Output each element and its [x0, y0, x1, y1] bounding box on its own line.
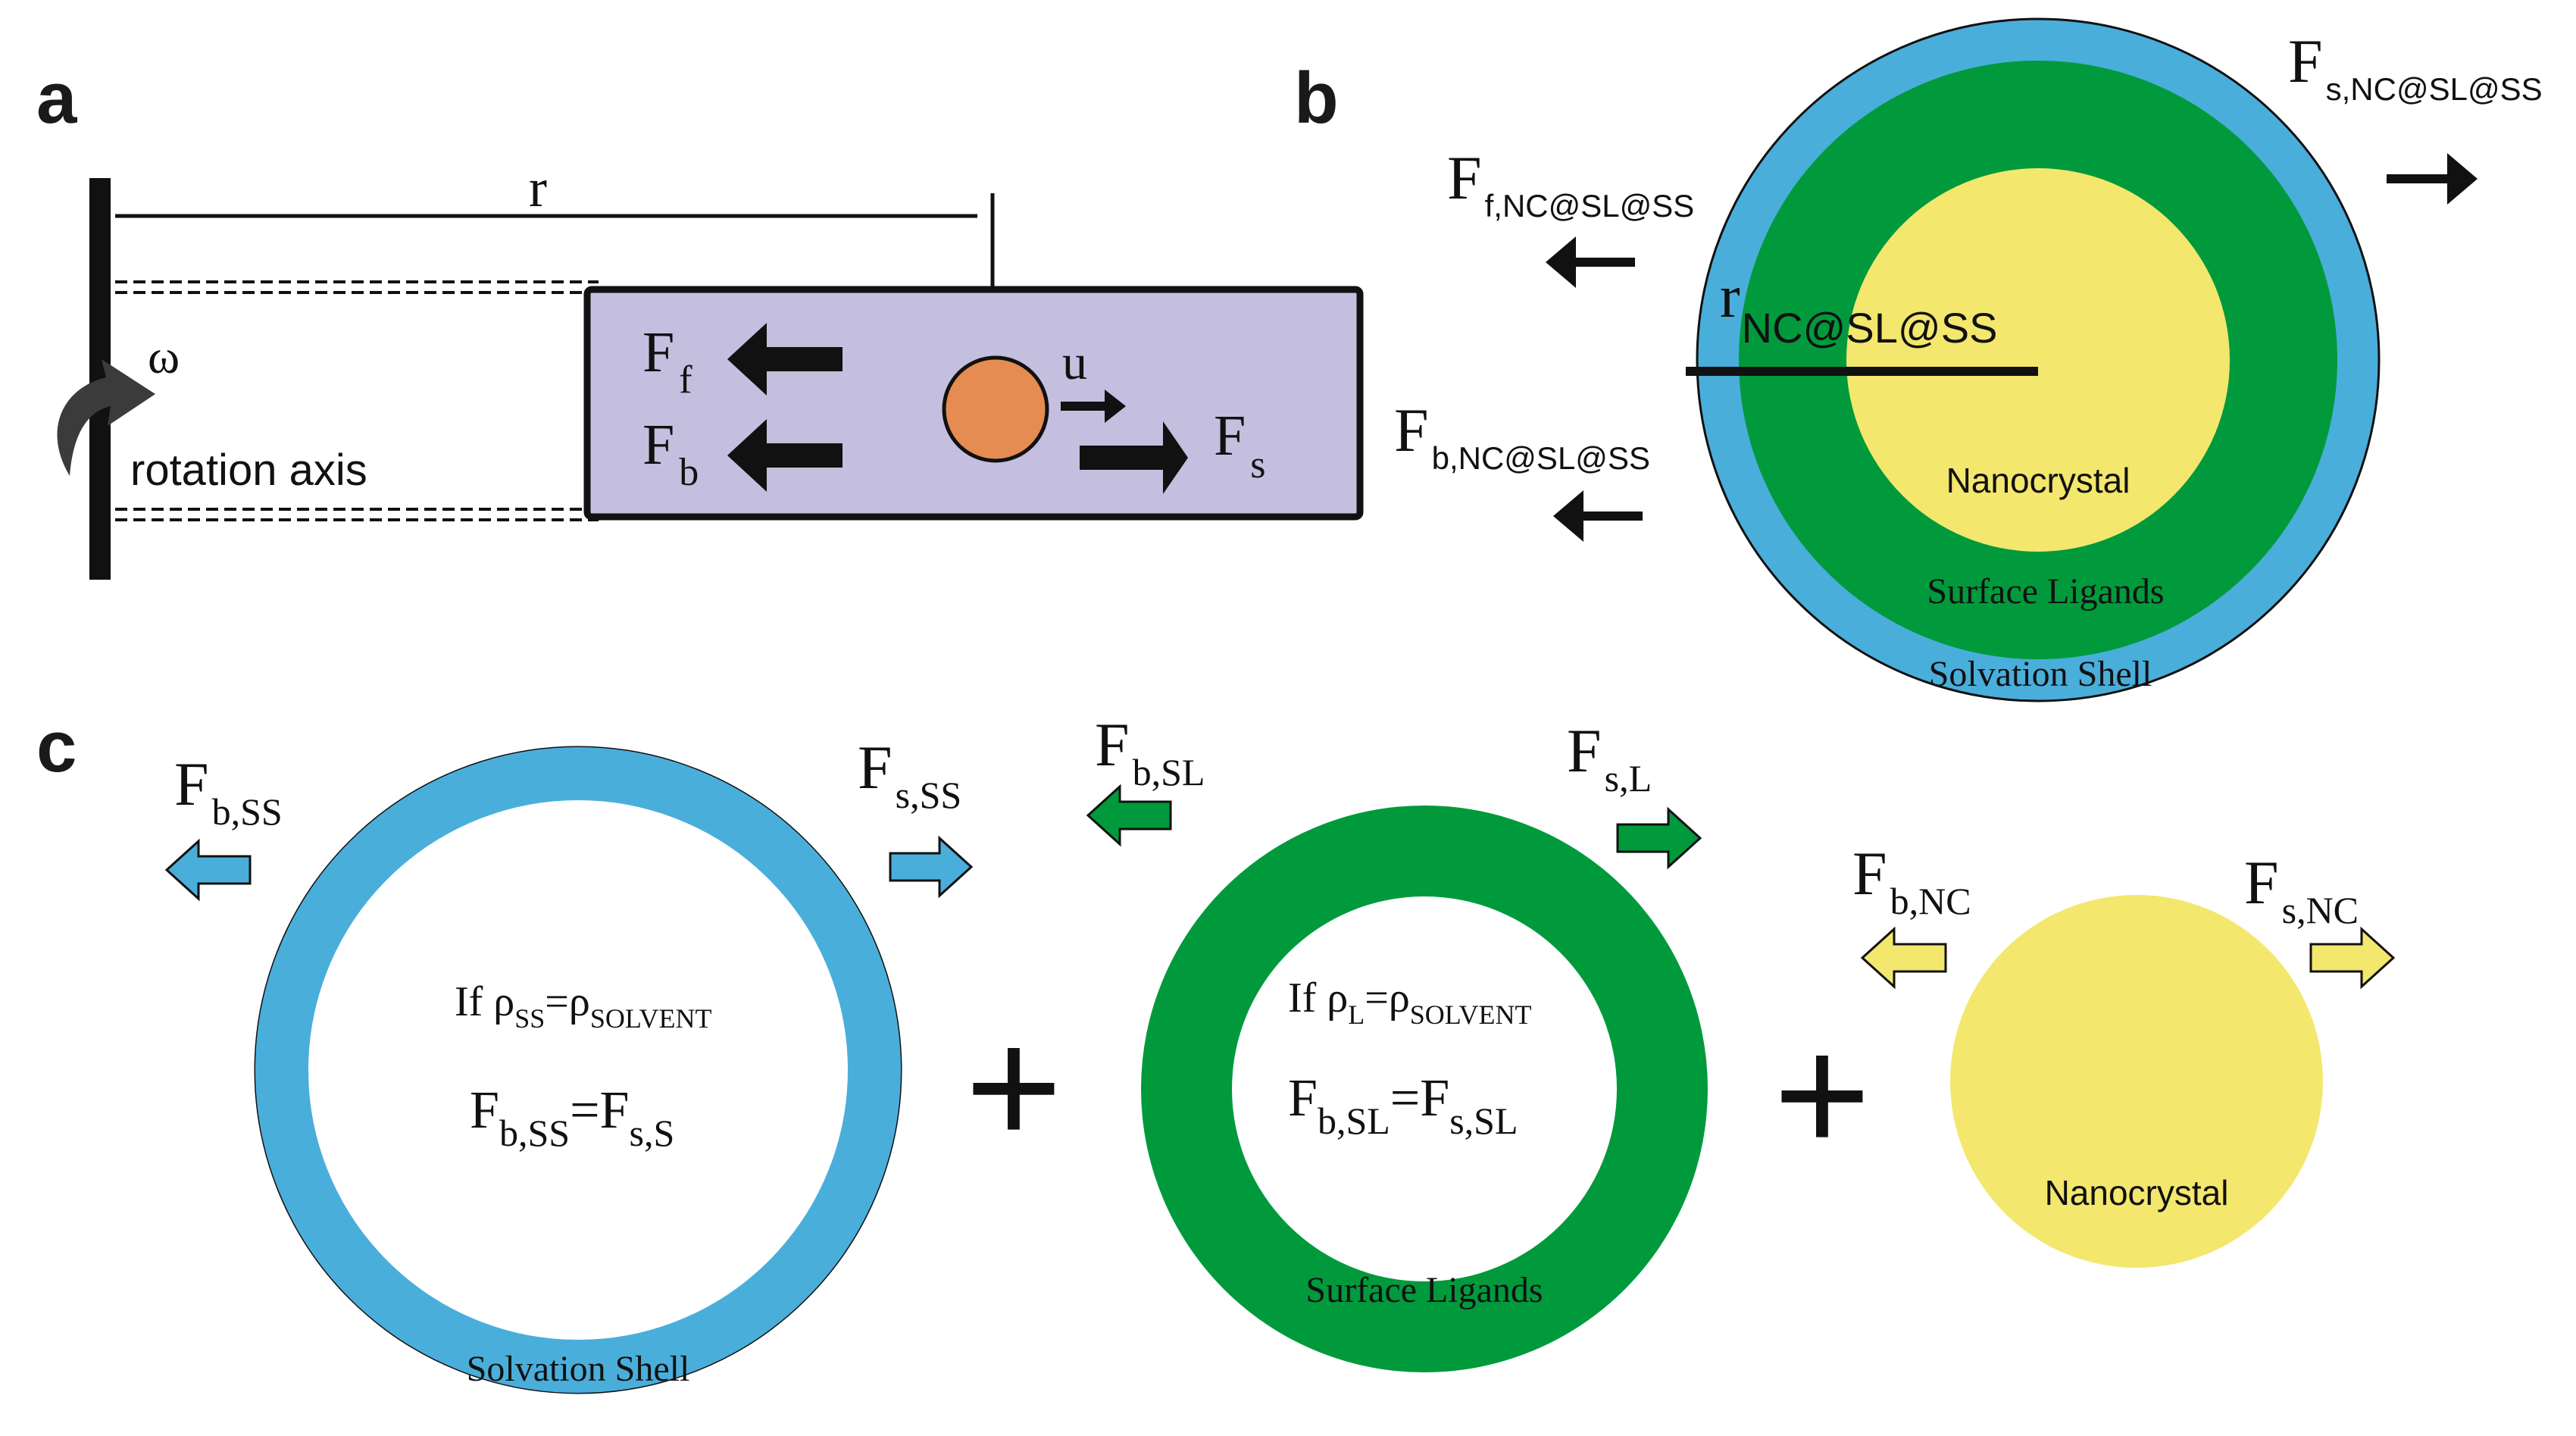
omega-symbol: ω	[148, 330, 180, 383]
fb-sl-label: Fb,SL	[1095, 710, 1205, 793]
panel-b: b rNC@SL@SS Nanocrystal Surface Ligands …	[1294, 17, 2543, 702]
radius-label: r	[529, 158, 547, 218]
nanocrystal-label: Nanocrystal	[1946, 461, 2131, 500]
rotation-axis-label: rotation axis	[130, 446, 367, 495]
particle	[942, 355, 1049, 463]
fb-nc-sl-ss-arrow-icon	[1553, 490, 1643, 542]
panel-label-a: a	[36, 58, 77, 139]
fb-nc-arrow-icon	[1860, 926, 1947, 990]
dashed-guides	[115, 280, 599, 521]
fb-ss-arrow-icon	[164, 838, 252, 902]
velocity-arrow-icon	[1061, 390, 1126, 423]
fs-nc-label: Fs,NC	[2244, 848, 2359, 931]
fs-arrow-icon	[1080, 421, 1188, 494]
fs-ss-arrow-icon	[889, 835, 974, 899]
solvation-shell-label: Solvation Shell	[1929, 654, 2152, 694]
fs-nc-arrow-icon	[2309, 926, 2396, 990]
nanocrystal-sphere-label: Nanocrystal	[2045, 1173, 2229, 1212]
panel-c: c Solvation Shell If ρSS=ρSOLVENT Fb,SS=…	[36, 706, 2396, 1394]
nanocrystal-sphere	[1950, 895, 2323, 1268]
fb-nc-label: Fb,NC	[1852, 839, 1971, 922]
fb-sl-arrow-icon	[1086, 784, 1172, 847]
fs-l-label: Fs,L	[1567, 716, 1652, 799]
velocity-label: u	[1062, 335, 1087, 390]
surface-ligands-label: Surface Ligands	[1927, 571, 2164, 612]
nanocrystal-core	[1846, 168, 2230, 552]
ss-force-equation: Fb,SS=Fs,S	[470, 1081, 674, 1154]
surface-ligands-ring-hole	[1232, 896, 1617, 1281]
ss-density-condition: If ρSS=ρSOLVENT	[455, 978, 712, 1034]
fs-l-arrow-icon	[1616, 806, 1702, 870]
fs-nc-sl-ss-arrow-icon	[2387, 153, 2478, 205]
sl-density-condition: If ρL=ρSOLVENT	[1288, 975, 1531, 1030]
ff-arrow-icon	[727, 323, 843, 396]
panel-label-b: b	[1294, 58, 1339, 139]
ff-nc-sl-ss-label: Ff,NC@SL@SS	[1447, 143, 1694, 224]
surface-ligands-ring-label: Surface Ligands	[1305, 1270, 1543, 1310]
fb-arrow-icon	[727, 419, 843, 492]
fs-ss-label: Fs,SS	[858, 733, 961, 816]
solvation-shell-ring-label: Solvation Shell	[467, 1349, 690, 1389]
plus-sign-2: +	[1774, 1001, 1871, 1187]
panel-label-c: c	[36, 706, 77, 787]
sl-force-equation: Fb,SL=Fs,SL	[1288, 1069, 1518, 1142]
fs-nc-sl-ss-label: Fs,NC@SL@SS	[2288, 27, 2543, 107]
r-nc-sl-ss-label: rNC@SL@SS	[1720, 264, 1997, 352]
solvation-shell-ring	[255, 747, 901, 1393]
fb-nc-sl-ss-label: Fb,NC@SL@SS	[1394, 396, 1650, 476]
plus-sign-1: +	[965, 993, 1062, 1180]
fb-ss-label: Fb,SS	[174, 749, 283, 833]
rotation-arrow-icon	[57, 359, 155, 476]
ff-nc-sl-ss-arrow-icon	[1546, 236, 1635, 288]
